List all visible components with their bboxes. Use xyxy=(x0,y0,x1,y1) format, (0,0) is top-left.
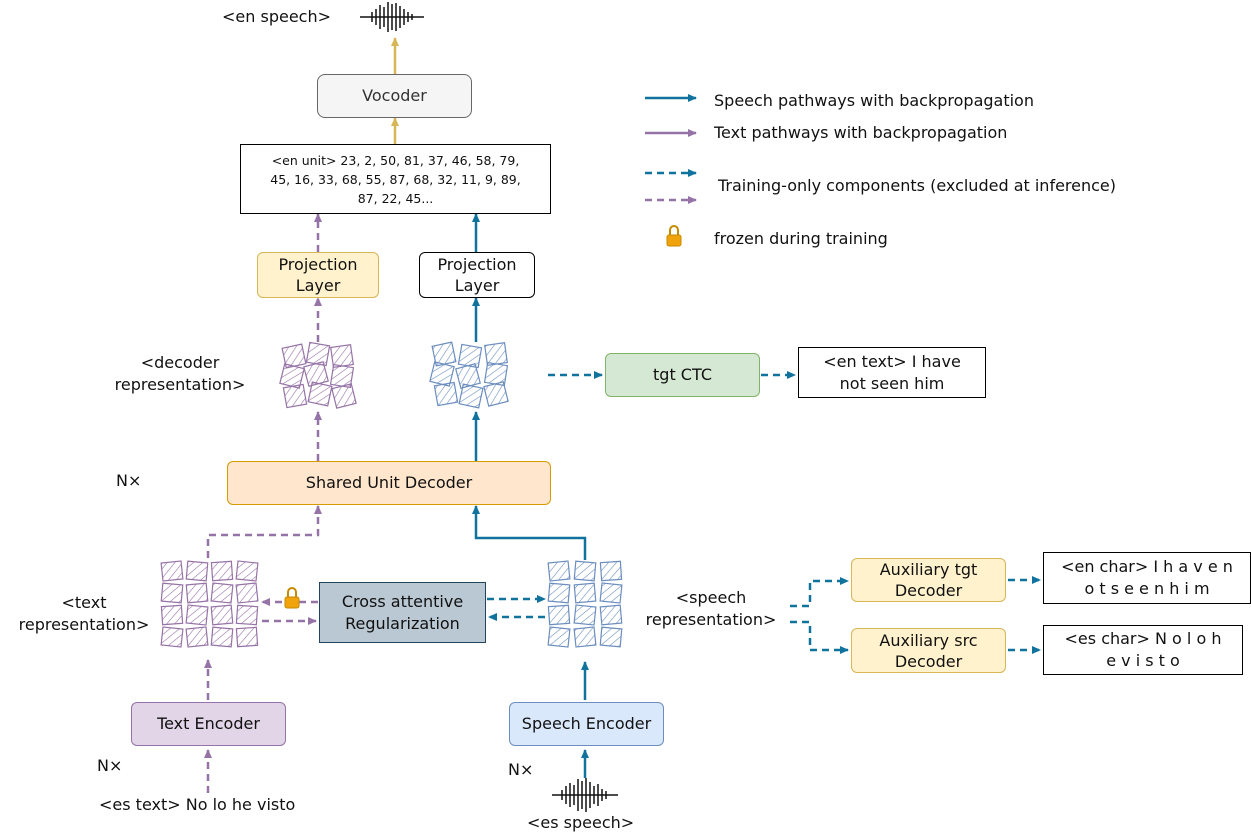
speech-encoder-repeat-label: N× xyxy=(508,760,534,779)
es-speech-waveform-icon xyxy=(552,778,618,812)
speech-rep-to-decoder-arrow xyxy=(472,505,587,560)
en-char-line-1: <en char> I h a v e n xyxy=(1061,557,1233,576)
text-encoder-label: Text Encoder xyxy=(157,714,260,733)
speech-representation-label: <speech representation> xyxy=(636,587,786,631)
decoder-representation-label: <decoder representation> xyxy=(100,352,260,396)
shared-unit-decoder-box: Shared Unit Decoder xyxy=(227,461,551,505)
frozen-lock-icon xyxy=(284,587,300,609)
auxiliary-src-decoder-box: Auxiliary src Decoder xyxy=(851,628,1006,673)
decoder-repeat-label: N× xyxy=(116,471,142,490)
decoder-rep-line-1: <decoder xyxy=(140,353,220,372)
text-representation-grid xyxy=(160,560,259,648)
vocoder-label: Vocoder xyxy=(362,86,427,105)
es-char-output-box: <es char> N o l o h e v i s t o xyxy=(1043,625,1243,675)
text-encoder-box: Text Encoder xyxy=(131,702,286,746)
en-text-line-2: not seen him xyxy=(839,373,945,393)
en-unit-output-box: <en unit> 23, 2, 50, 81, 37, 46, 58, 79,… xyxy=(240,144,551,214)
speech-decoder-representation-grid xyxy=(429,341,509,409)
unit-line-3: 87, 22, 45... xyxy=(357,190,434,206)
unit-line-2: 45, 16, 33, 68, 55, 87, 68, 32, 11, 9, 8… xyxy=(270,171,521,187)
tgt-ctc-label: tgt CTC xyxy=(653,365,712,384)
decoder-rep-line-2: representation> xyxy=(114,375,246,394)
text-projection-line-2: Layer xyxy=(295,276,341,295)
tgt-ctc-box: tgt CTC xyxy=(605,353,760,397)
text-representation-label: <text representation> xyxy=(6,592,162,636)
legend-speech-label: Speech pathways with backpropagation xyxy=(714,91,1034,110)
es-char-line-1: <es char> N o l o h xyxy=(1064,629,1222,648)
cross-attentive-regularization-box: Cross attentive Regularization xyxy=(319,582,486,643)
en-text-line-1: <en text> I have xyxy=(823,351,961,371)
legend-arrows xyxy=(645,94,697,204)
aux-src-line-1: Auxiliary src xyxy=(879,630,978,650)
speech-projection-line-2: Layer xyxy=(454,276,500,295)
en-char-output-box: <en char> I h a v e n o t s e e n h i m xyxy=(1043,552,1251,604)
text-rep-to-decoder-arrow xyxy=(206,505,322,558)
speech-rep-line-2: representation> xyxy=(645,610,777,629)
speech-rep-to-aux-src-arrow xyxy=(790,620,849,654)
legend-frozen-label: frozen during training xyxy=(714,229,888,248)
en-speech-waveform-icon xyxy=(360,2,424,32)
cross-line-1: Cross attentive xyxy=(341,591,464,611)
decoder-representation-grid xyxy=(279,341,357,409)
legend-text-label: Text pathways with backpropagation xyxy=(714,123,1008,142)
speech-rep-line-1: <speech xyxy=(675,588,747,607)
cross-line-2: Regularization xyxy=(345,613,460,633)
aux-src-line-2: Decoder xyxy=(894,651,963,671)
vocoder-box: Vocoder xyxy=(317,74,472,118)
speech-encoder-box: Speech Encoder xyxy=(509,702,664,746)
en-char-line-2: o t s e e n h i m xyxy=(1084,579,1210,598)
legend-training-label: Training-only components (excluded at in… xyxy=(718,176,1117,195)
aux-tgt-line-1: Auxiliary tgt xyxy=(879,560,978,579)
speech-rep-to-aux-tgt-arrow xyxy=(790,577,849,608)
speech-encoder-label: Speech Encoder xyxy=(521,714,652,733)
legend-lock-icon xyxy=(666,225,682,247)
unit-line-1: <en unit> 23, 2, 50, 81, 37, 46, 58, 79, xyxy=(271,152,520,168)
es-speech-input-label: <es speech> xyxy=(527,813,635,832)
text-encoder-repeat-label: N× xyxy=(97,756,123,775)
text-rep-line-2: representation> xyxy=(18,615,150,634)
shared-unit-decoder-label: Shared Unit Decoder xyxy=(305,473,473,492)
es-text-input-label: <es text> No lo he visto xyxy=(99,795,296,814)
en-text-output-box: <en text> I have not seen him xyxy=(798,347,986,398)
es-char-line-2: e v i s t o xyxy=(1106,651,1180,670)
text-projection-line-1: Projection xyxy=(278,255,358,274)
speech-projection-layer: Projection Layer xyxy=(419,252,535,298)
speech-representation-grid xyxy=(547,560,623,648)
speech-projection-line-1: Projection xyxy=(437,255,517,274)
text-rep-line-1: <text xyxy=(61,593,107,612)
text-projection-layer: Projection Layer xyxy=(257,252,379,298)
aux-tgt-line-2: Decoder xyxy=(894,581,963,600)
en-speech-label: <en speech> xyxy=(222,7,331,26)
auxiliary-tgt-decoder-box: Auxiliary tgt Decoder xyxy=(851,558,1006,602)
